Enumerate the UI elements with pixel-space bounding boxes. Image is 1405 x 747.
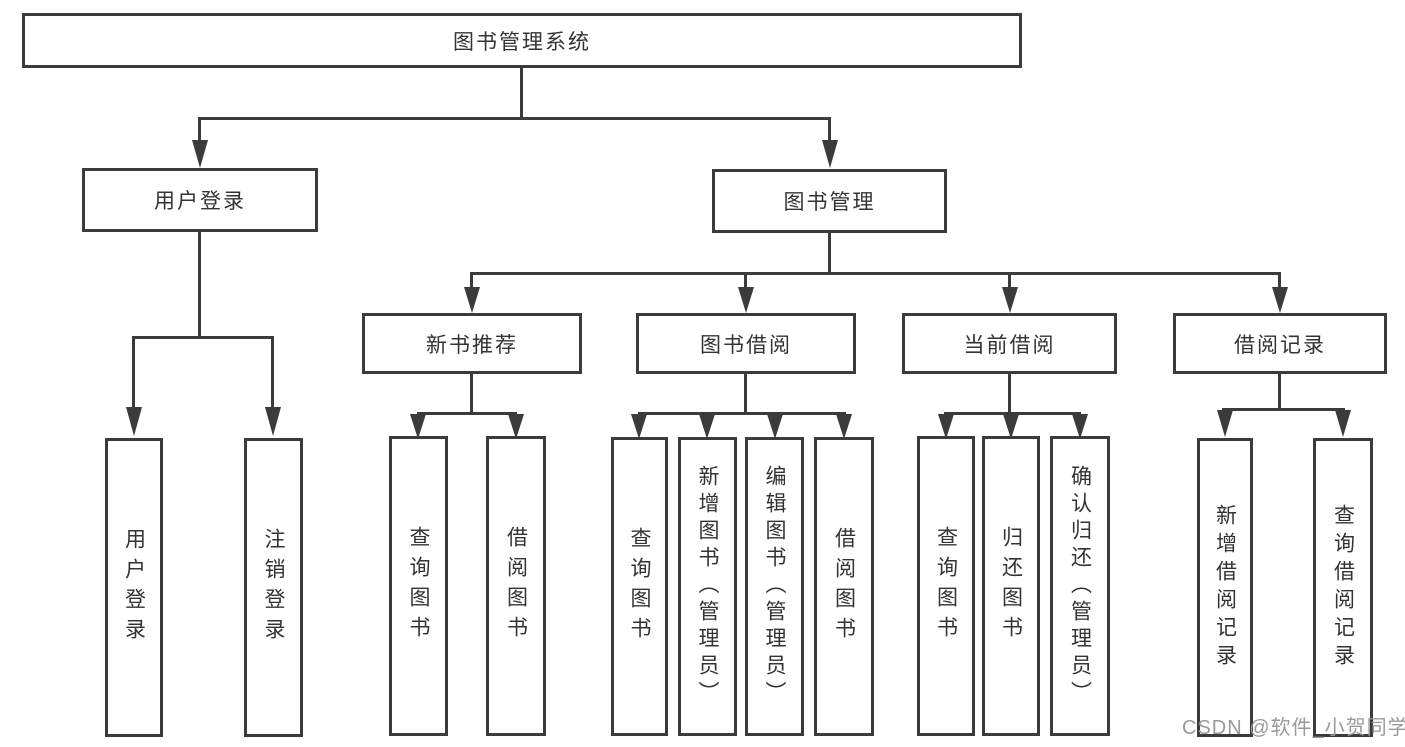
- arrow-confirm-return: [1072, 414, 1088, 439]
- arrow-query-books-3: [938, 414, 954, 439]
- leaf-query-books-1: 查询图书: [389, 436, 448, 736]
- arrow-query-record: [1335, 410, 1351, 437]
- connector-newbook-stem: [470, 374, 473, 415]
- arrow-new-book: [464, 287, 480, 313]
- leaf-user-login: 用户登录: [105, 438, 163, 737]
- arrow-add-book: [699, 414, 715, 439]
- arrow-query-books-1: [410, 414, 426, 439]
- leaf-edit-book-admin: 编辑图书（管理员）: [745, 437, 804, 736]
- connector-user-stem: [198, 232, 201, 336]
- arrow-user-login: [192, 140, 208, 168]
- connector-user-rail: [132, 336, 274, 339]
- arrow-current-borrow: [1002, 287, 1018, 313]
- node-library-system: 图书管理系统: [22, 13, 1022, 68]
- leaf-logout: 注销登录: [244, 438, 303, 737]
- connector-stub-leaf-logout: [271, 336, 274, 407]
- arrow-book-borrow: [738, 287, 754, 313]
- leaf-return-books: 归还图书: [982, 436, 1040, 736]
- arrow-edit-book: [767, 414, 783, 439]
- node-book-borrow: 图书借阅: [636, 313, 856, 374]
- leaf-borrow-books-1: 借阅图书: [486, 436, 546, 736]
- connector-borrow-rail: [638, 412, 846, 415]
- node-current-borrow: 当前借阅: [902, 313, 1117, 374]
- leaf-borrow-books-2: 借阅图书: [814, 437, 874, 736]
- arrow-leaf-user-login: [126, 407, 142, 436]
- connector-records-stem: [1278, 374, 1281, 408]
- connector-stub-current-borrow: [1008, 272, 1011, 288]
- connector-root-stem: [520, 68, 523, 117]
- arrow-book-mgmt: [822, 140, 838, 168]
- arrow-leaf-logout: [265, 407, 281, 436]
- node-new-book-recommend: 新书推荐: [362, 313, 582, 374]
- connector-current-rail: [944, 412, 1081, 415]
- arrow-return-books: [1003, 414, 1019, 439]
- watermark: CSDN @软件_小贺同学: [1182, 717, 1405, 739]
- node-borrow-records: 借阅记录: [1173, 313, 1387, 374]
- connector-stub-leaf-user-login: [132, 336, 135, 407]
- leaf-query-books-3: 查询图书: [917, 436, 975, 736]
- connector-records-rail: [1222, 408, 1345, 411]
- leaf-query-books-2: 查询图书: [611, 437, 668, 736]
- leaf-add-borrow-record: 新增借阅记录: [1197, 438, 1253, 737]
- connector-mgmt-stem: [828, 233, 831, 272]
- connector-stub-user-login: [198, 117, 201, 141]
- connector-newbook-rail: [417, 412, 517, 415]
- connector-stub-book-borrow: [744, 272, 747, 288]
- connector-current-stem: [1008, 374, 1011, 415]
- connector-mgmt-rail: [470, 272, 1281, 275]
- leaf-add-book-admin: 新增图书（管理员）: [678, 437, 737, 736]
- connector-stub-new-book: [470, 272, 473, 288]
- node-user-login: 用户登录: [82, 168, 318, 232]
- arrow-query-books-2: [631, 414, 647, 439]
- leaf-query-borrow-record: 查询借阅记录: [1313, 438, 1373, 737]
- connector-root-rail: [198, 117, 831, 120]
- node-book-management: 图书管理: [712, 169, 947, 233]
- connector-stub-borrow-records: [1278, 272, 1281, 288]
- arrow-borrow-books-2: [836, 414, 852, 439]
- connector-stub-book-mgmt: [828, 117, 831, 141]
- arrow-add-record: [1217, 410, 1233, 437]
- arrow-borrow-records: [1272, 287, 1288, 313]
- leaf-confirm-return-admin: 确认归还（管理员）: [1050, 436, 1110, 736]
- connector-borrow-stem: [744, 374, 747, 415]
- arrow-borrow-books-1: [508, 414, 524, 439]
